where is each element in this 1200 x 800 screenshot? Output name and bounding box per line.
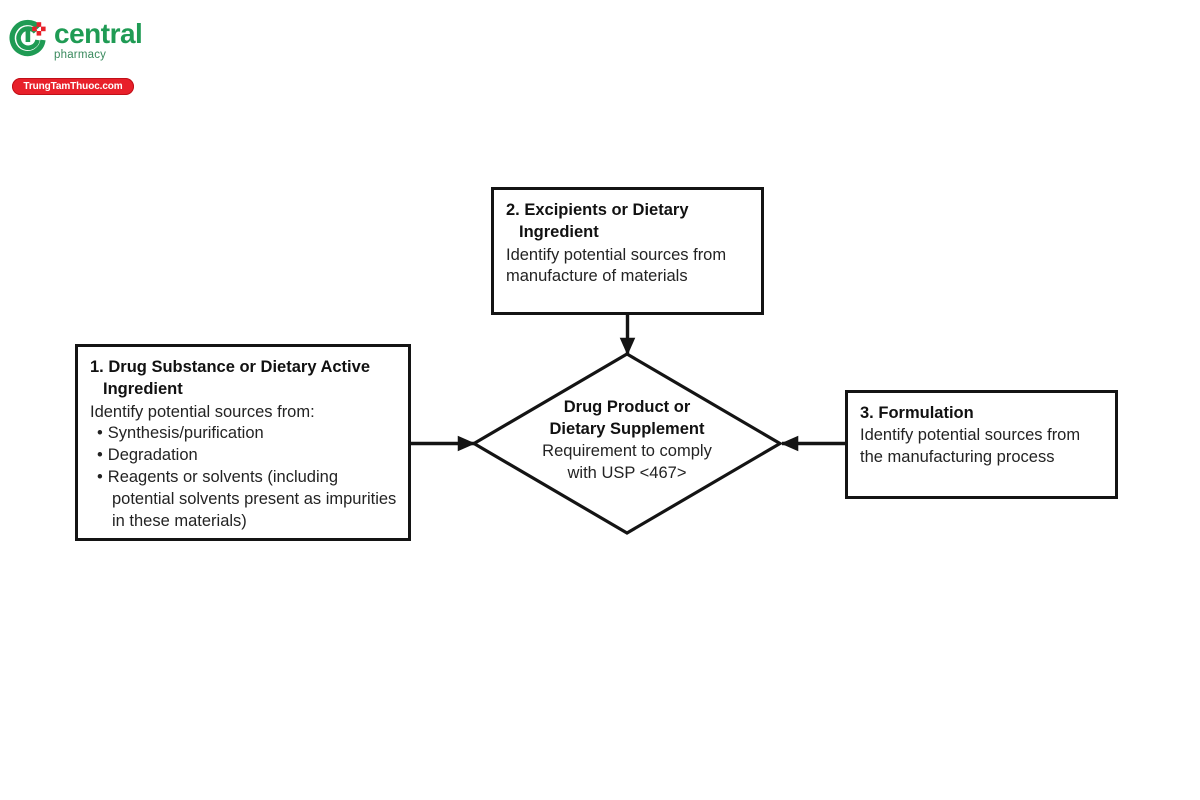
node-formulation: 3. Formulation Identify potential source… — [845, 390, 1118, 499]
node-formulation-body: Identify potential sources from the manu… — [860, 426, 1081, 467]
node-formulation-number: 3. — [860, 404, 874, 422]
node-excipients-title: 2. Excipients or Dietary Ingredient — [506, 199, 751, 244]
node-drug-substance-number: 1. — [90, 358, 104, 376]
node-formulation-title: 3. Formulation — [860, 402, 1105, 424]
logo-url-banner: TrungTamThuoc.com — [12, 78, 134, 95]
node-formulation-title-text: Formulation — [878, 404, 974, 422]
logo-url-text: TrungTamThuoc.com — [23, 81, 123, 92]
node-center-sub-line1: Requirement to comply — [542, 441, 712, 460]
node-excipients-number: 2. — [506, 201, 520, 219]
logo-wordmark: central pharmacy — [54, 18, 143, 62]
node-center-title-line1: Drug Product or — [563, 398, 691, 416]
node-excipients: 2. Excipients or Dietary Ingredient Iden… — [491, 187, 764, 315]
node-drug-substance-intro: Identify potential sources from: — [90, 402, 315, 421]
node-drug-substance-bullets: Synthesis/purification Degradation Reage… — [90, 423, 398, 533]
node-center-title-line2: Dietary Supplement — [549, 419, 705, 438]
list-item: Degradation — [90, 445, 398, 467]
logo-brand-primary: central — [54, 18, 143, 49]
node-excipients-title-text: Excipients or Dietary Ingredient — [519, 201, 689, 242]
node-drug-substance-title: 1. Drug Substance or Dietary Active Ingr… — [90, 356, 398, 401]
list-item: Reagents or solvents (including potentia… — [90, 467, 398, 533]
node-center-drug-product: Drug Product or Dietary Supplement Requi… — [473, 353, 781, 534]
central-pharmacy-c-cross-icon — [6, 18, 50, 62]
node-center-sub-line2: with USP <467> — [567, 463, 687, 482]
list-item: Synthesis/purification — [90, 423, 398, 445]
node-excipients-body: Identify potential sources from manufact… — [506, 245, 727, 286]
node-drug-substance-title-text: Drug Substance or Dietary Active Ingredi… — [103, 358, 370, 399]
logo-brand-secondary: pharmacy — [54, 49, 107, 61]
node-drug-substance: 1. Drug Substance or Dietary Active Ingr… — [75, 344, 411, 541]
node-center-label: Drug Product or Dietary Supplement Requi… — [473, 397, 781, 485]
central-pharmacy-logo: central pharmacy TrungTamThuoc.com — [6, 14, 146, 95]
